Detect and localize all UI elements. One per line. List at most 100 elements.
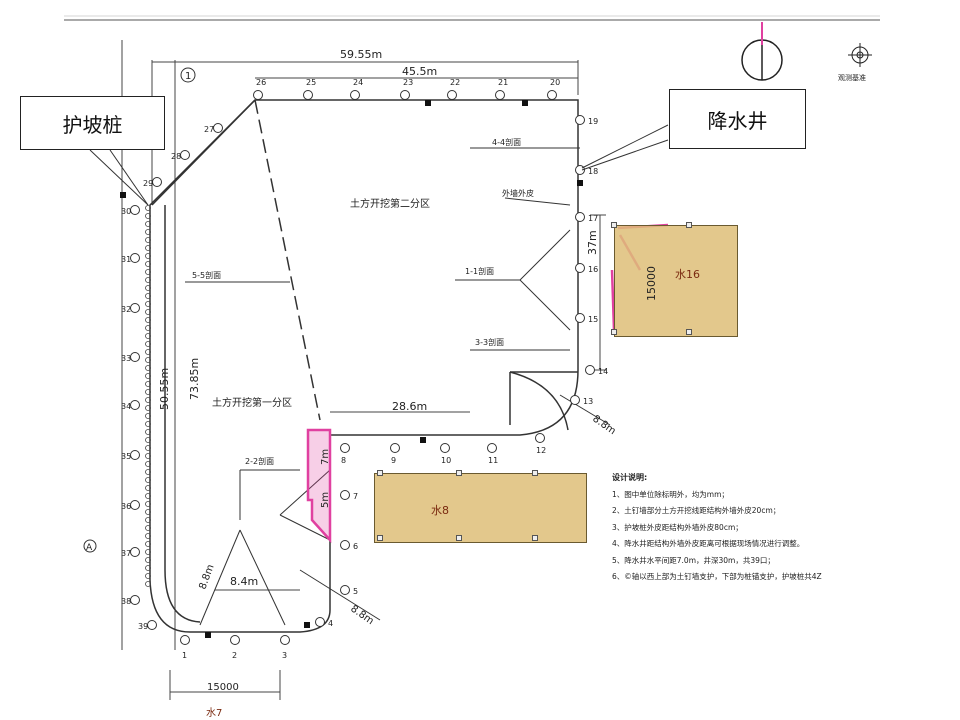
design-note-line: 1、图中单位除标明外，均为mm；: [612, 489, 729, 499]
slope-pile: [145, 365, 151, 371]
well-number: 27: [204, 125, 214, 134]
dewatering-well: [130, 500, 140, 510]
observation-well-marker: [420, 437, 426, 443]
tank-16-handle[interactable]: [611, 222, 617, 228]
dewatering-well: [340, 540, 350, 550]
slope-pile: [145, 533, 151, 539]
well-number: 25: [306, 78, 316, 87]
tank-8-handle[interactable]: [377, 535, 383, 541]
design-notes: 设计说明: 1、图中单位除标明外，均为mm； 2、土钉墙部分土方开挖线距结构外墙…: [612, 470, 912, 586]
slope-pile: [145, 453, 151, 459]
dim-radius-b: 8.8m: [348, 603, 375, 627]
well-number: 32: [121, 305, 131, 314]
well-number: 35: [121, 452, 131, 461]
dim-top-total: 59.55m: [340, 48, 382, 61]
well-number: 14: [598, 367, 608, 376]
well-number: 39: [138, 622, 148, 631]
slope-pile: [145, 437, 151, 443]
tank-16-dim: 15000: [645, 266, 658, 301]
dewatering-well: [180, 635, 190, 645]
dewatering-well: [130, 352, 140, 362]
slope-pile: [145, 373, 151, 379]
dewatering-well: [340, 443, 350, 453]
tank-16[interactable]: 水16 15000: [614, 225, 738, 337]
dim-step-5m: 5m: [320, 492, 331, 508]
tank-16-handle[interactable]: [686, 222, 692, 228]
dewatering-well: [447, 90, 457, 100]
slope-pile: [145, 325, 151, 331]
section-2-2: 2-2剖面: [245, 456, 274, 466]
dewatering-well: [350, 90, 360, 100]
design-note-line: 2、土钉墙部分土方开挖线距结构外墙外皮20cm；: [612, 506, 781, 515]
slope-pile: [145, 573, 151, 579]
dewatering-well: [180, 150, 190, 160]
dewatering-well: [390, 443, 400, 453]
well-number: 33: [121, 354, 131, 363]
slope-pile: [145, 213, 151, 219]
well-number: 5: [353, 587, 358, 596]
slope-pile: [145, 557, 151, 563]
well-number: 37: [121, 549, 131, 558]
section-4-4: 4-4剖面: [492, 137, 521, 147]
tank-8-handle[interactable]: [532, 535, 538, 541]
dewatering-well: [575, 263, 585, 273]
tank-16-handle[interactable]: [611, 329, 617, 335]
observation-well-marker: [120, 192, 126, 198]
dim-lower-width: 8.4m: [230, 575, 258, 588]
slope-pile: [145, 541, 151, 547]
slope-pile: [145, 469, 151, 475]
design-note-line: 6、©轴以西上部为土钉墙支护，下部为桩锚支护，护坡桩共4Z: [612, 572, 822, 581]
well-number: 31: [121, 255, 131, 264]
dewatering-well: [440, 443, 450, 453]
slope-pile: [145, 237, 151, 243]
well-number: 24: [353, 78, 363, 87]
slope-pile: [145, 293, 151, 299]
well-number: 15: [588, 315, 598, 324]
slope-pile-callout-text: 护坡桩: [62, 112, 123, 137]
section-5-5: 5-5剖面: [192, 270, 221, 280]
well-number: 28: [171, 152, 181, 161]
dewatering-well: [400, 90, 410, 100]
slope-pile: [145, 517, 151, 523]
well-number: 21: [498, 78, 508, 87]
slope-pile: [145, 549, 151, 555]
dewatering-well: [130, 303, 140, 313]
slope-pile: [145, 493, 151, 499]
tank-8[interactable]: 水8: [374, 473, 587, 543]
tank-16-handle[interactable]: [686, 329, 692, 335]
slope-pile: [145, 525, 151, 531]
svg-text:1: 1: [185, 71, 191, 82]
slope-pile: [145, 245, 151, 251]
tank-8-handle[interactable]: [456, 535, 462, 541]
dewatering-well: [575, 313, 585, 323]
well-number: 19: [588, 117, 598, 126]
slope-pile: [145, 333, 151, 339]
section-1-1: 1-1剖面: [465, 266, 494, 276]
well-number: 18: [588, 167, 598, 176]
tank-8-handle[interactable]: [377, 470, 383, 476]
well-number: 3: [282, 651, 287, 660]
slope-pile: [145, 205, 151, 211]
tank-8-label: 水8: [431, 504, 449, 517]
outer-wall-label: 外墙外皮: [502, 188, 534, 198]
slope-pile: [145, 381, 151, 387]
tank-8-handle[interactable]: [532, 470, 538, 476]
well-number: 10: [441, 456, 451, 465]
slope-pile: [145, 485, 151, 491]
well-number: 13: [583, 397, 593, 406]
well-number: 2: [232, 651, 237, 660]
dewatering-well: [130, 547, 140, 557]
slope-pile: [145, 349, 151, 355]
observation-well-marker: [577, 180, 583, 186]
zone2-label: 土方开挖第二分区: [350, 197, 430, 210]
observation-well-marker: [522, 100, 528, 106]
design-note-line: 5、降水井水平间距7.0m，井深30m，共39口；: [612, 555, 775, 565]
well-number: 1: [182, 651, 187, 660]
tank-8-handle[interactable]: [456, 470, 462, 476]
slope-pile: [145, 477, 151, 483]
zone1-label: 土方开挖第一分区: [212, 396, 292, 409]
slope-pile: [145, 509, 151, 515]
slope-pile: [145, 581, 151, 587]
dim-bottom-15000: 15000: [207, 682, 239, 693]
